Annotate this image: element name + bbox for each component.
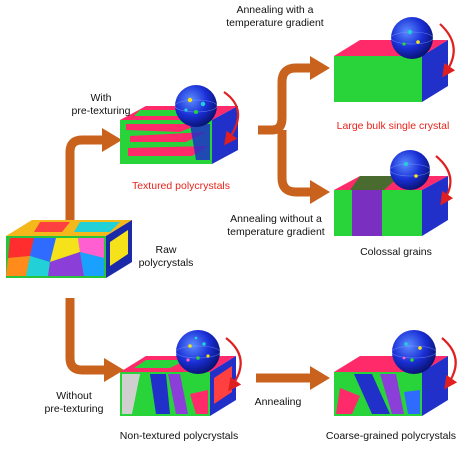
single-crystal-block <box>334 40 448 102</box>
label-without-pretexturing: Without pre-texturing <box>36 390 112 415</box>
process-arrows <box>65 56 330 390</box>
non-textured-block <box>120 356 236 416</box>
curved-arrows <box>223 23 458 392</box>
label-textured-polycrystals: Textured polycrystals <box>131 180 231 192</box>
arrow-annealing-split <box>258 63 312 197</box>
curved-arrow-coarse-grained <box>441 337 458 390</box>
curved-arrow-colossal <box>435 155 454 206</box>
pole-figure-non-textured <box>175 330 221 374</box>
curved-arrow-non-textured <box>225 337 242 392</box>
label-with-pretexturing-line1: With <box>90 92 112 104</box>
arrow-head-annealing <box>310 366 330 390</box>
label-with-pretexturing: With pre-texturing <box>66 92 136 117</box>
label-colossal-grains: Colossal grains <box>360 246 432 258</box>
pole-figure-colossal <box>389 150 431 190</box>
pole-figure-single-crystal <box>390 17 434 59</box>
label-annealing-no-gradient-line1: Annealing without a <box>230 213 322 225</box>
label-annealing-no-gradient-line2: temperature gradient <box>227 225 325 238</box>
arrow-with-pretexturing <box>65 135 104 226</box>
curved-arrow-textured <box>223 91 240 146</box>
label-annealing: Annealing <box>254 396 302 408</box>
arrow-head-with-pretexturing <box>102 128 122 152</box>
arrow-without-pretexturing <box>65 298 106 375</box>
label-raw-line1: Raw <box>155 244 177 256</box>
label-annealing-without-gradient: Annealing without a temperature gradient <box>208 213 344 238</box>
curved-arrow-single-crystal <box>439 23 456 78</box>
colossal-grains-block <box>334 176 448 236</box>
arrow-head-without-pretexturing <box>104 358 124 382</box>
label-with-pretexturing-line2: pre-texturing <box>71 104 131 117</box>
label-without-pretexturing-line2: pre-texturing <box>44 402 104 415</box>
label-raw-line2: polycrystals <box>138 256 194 269</box>
label-large-single-crystal: Large bulk single crystal <box>336 120 450 132</box>
arrow-head-single-crystal <box>310 56 330 80</box>
label-coarse-grained-polycrystals: Coarse-grained polycrystals <box>325 430 457 442</box>
label-without-pretexturing-line1: Without <box>56 390 92 402</box>
label-annealing-gradient-line2: temperature gradient <box>226 16 324 29</box>
label-annealing-gradient-line1: Annealing with a <box>236 4 314 16</box>
label-raw-polycrystals: Raw polycrystals <box>126 244 206 269</box>
pole-figure-textured <box>174 85 218 127</box>
raw-polycrystal-block <box>6 220 132 278</box>
pole-figure-coarse-grained <box>391 330 437 374</box>
label-non-textured-polycrystals: Non-textured polycrystals <box>119 430 239 442</box>
label-annealing-with-gradient: Annealing with a temperature gradient <box>210 4 340 29</box>
arrow-head-colossal <box>310 180 330 204</box>
